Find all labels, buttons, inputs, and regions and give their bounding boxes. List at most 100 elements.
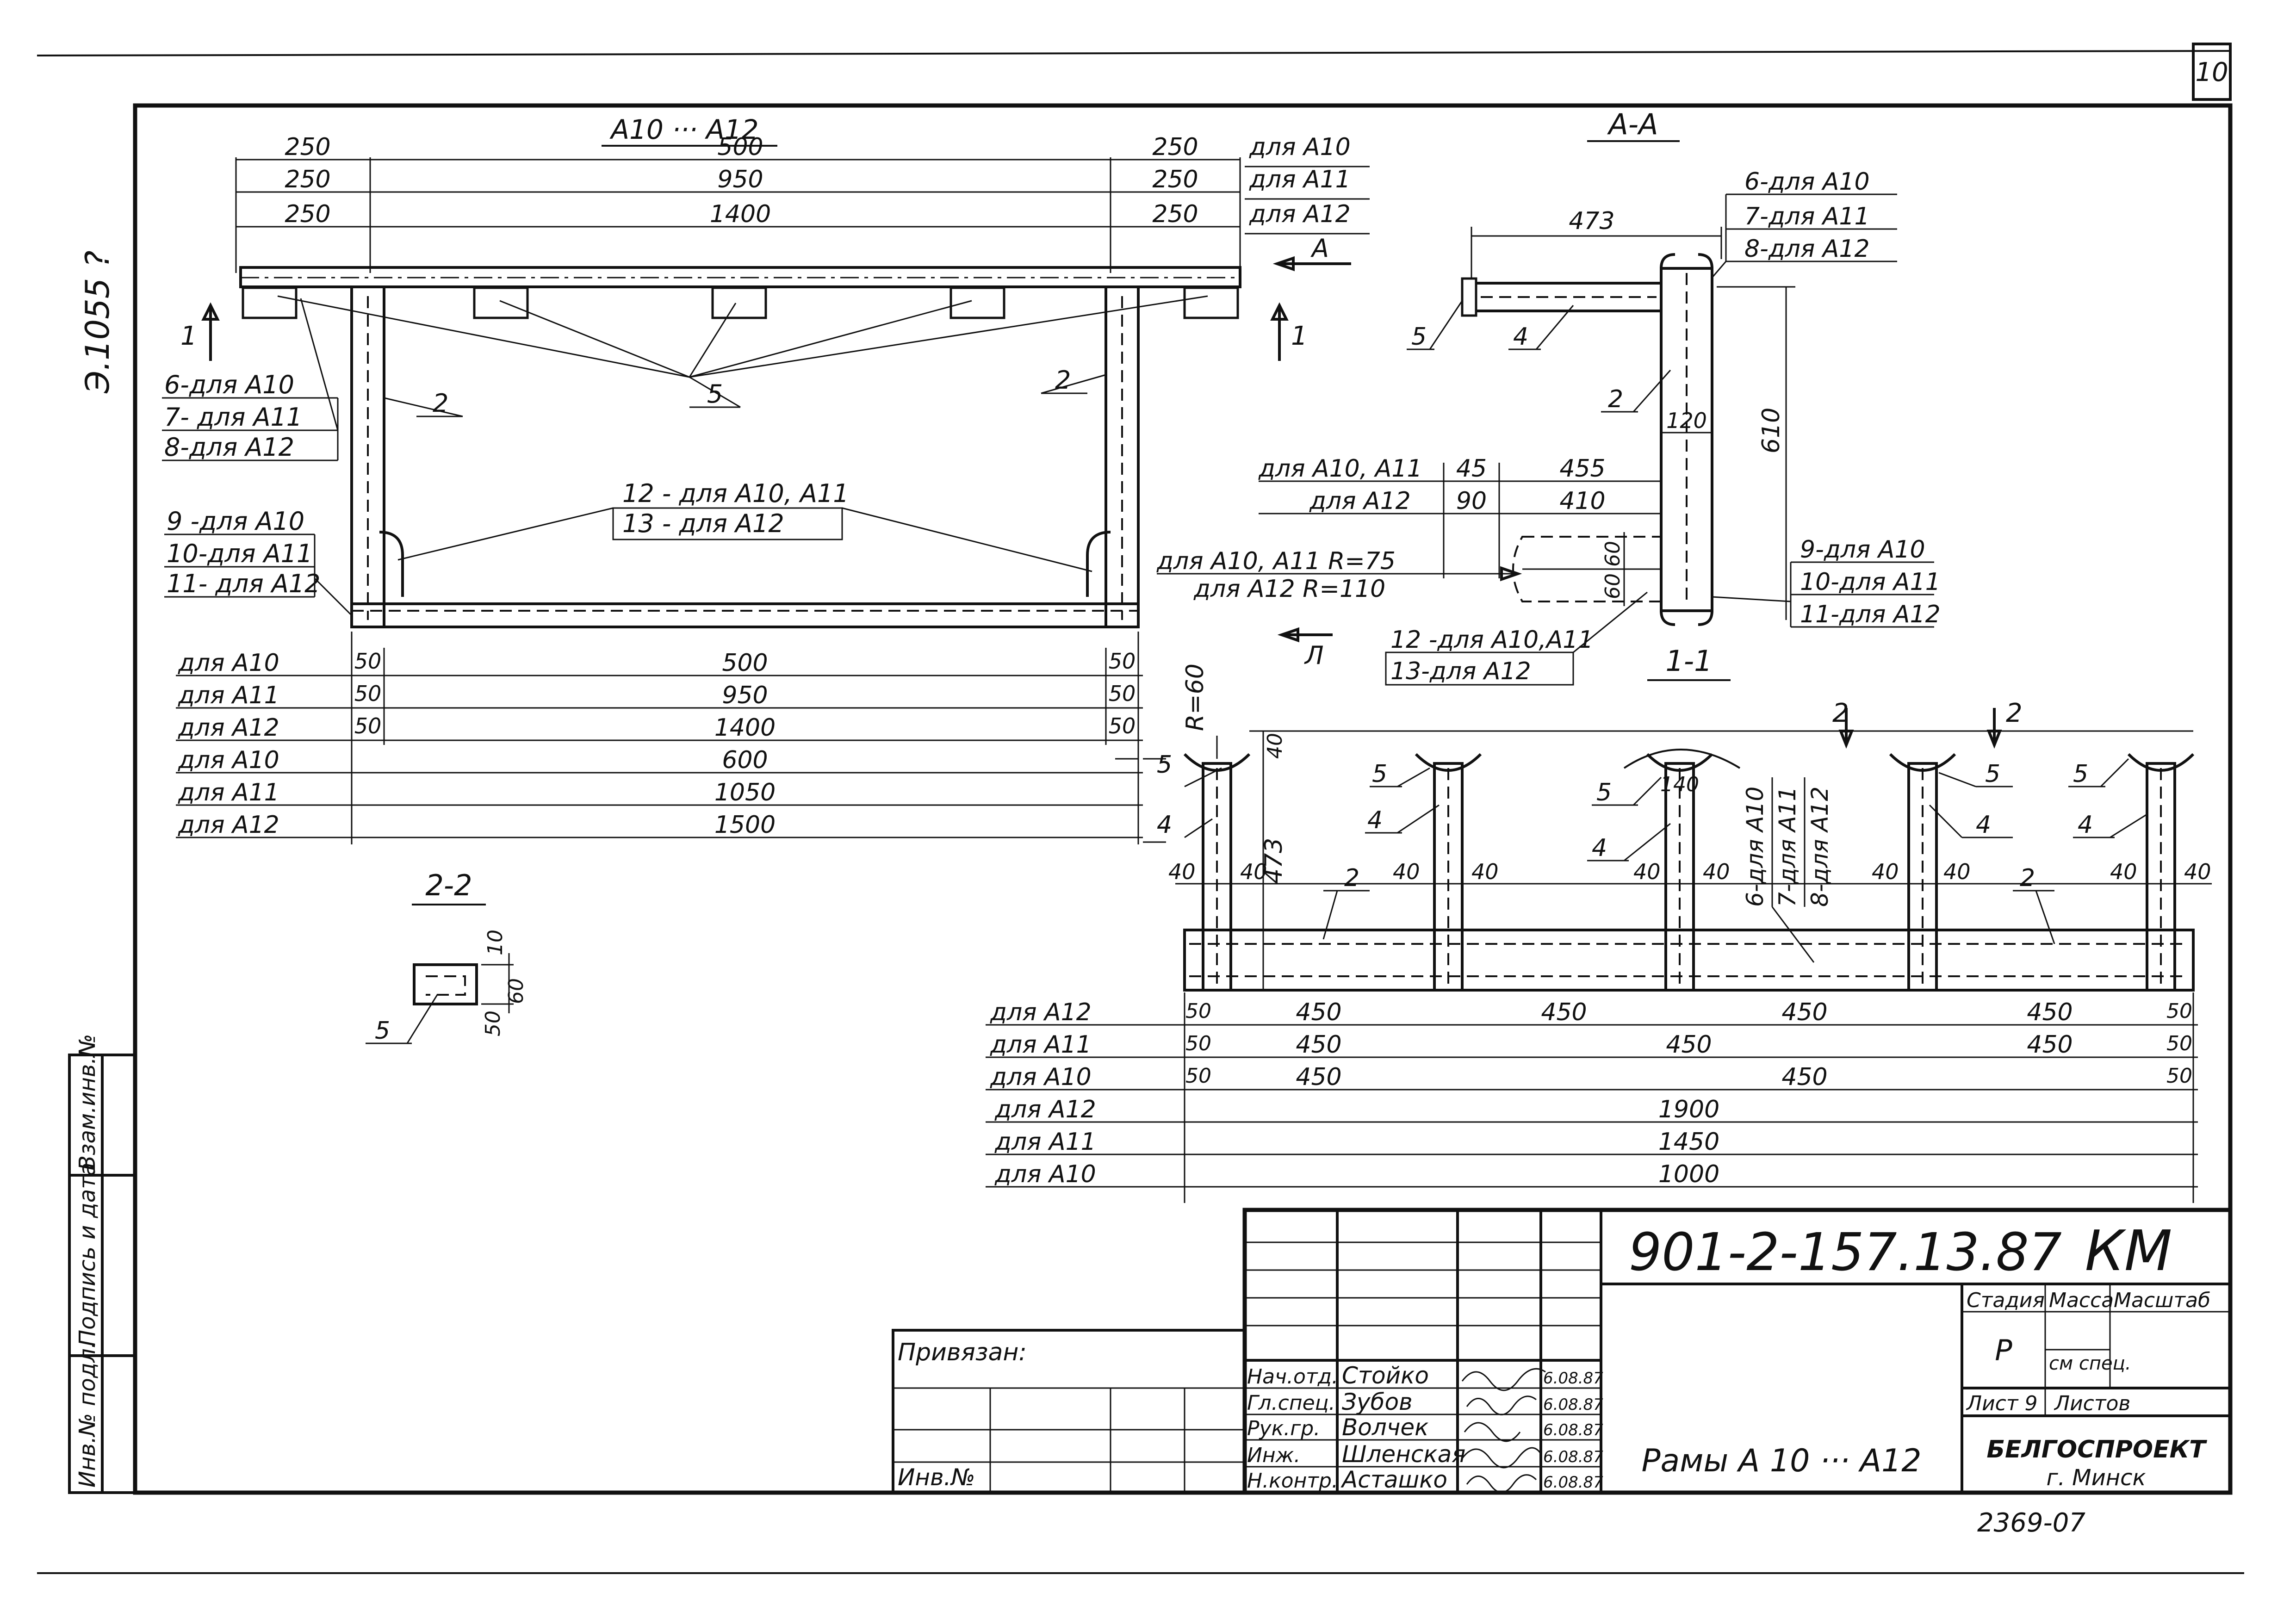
bd-left-2: 50 xyxy=(354,681,382,706)
tb-stage-head: Стадия xyxy=(1967,1289,2045,1312)
s11-dim-473: 473 xyxy=(1260,838,1288,884)
s11-vpart-1: 6-для А10 xyxy=(1742,787,1769,907)
s11-row1-b: 50 xyxy=(2166,999,2192,1023)
aa-part-1: 6-для А10 xyxy=(1744,168,1870,196)
tb-stage: Р xyxy=(1995,1333,2012,1367)
aa-row2-label: для А12 xyxy=(1309,487,1411,515)
aa-title: А-А xyxy=(1607,107,1658,141)
s11-row1-a: 50 xyxy=(1185,999,1211,1023)
bd-tag-5: 5 xyxy=(1157,751,1172,779)
dim-top-r2: 250 xyxy=(1152,166,1198,193)
front-section-1-left: 1 xyxy=(180,321,197,351)
group-6-8-line2: 7- для А11 xyxy=(164,403,302,432)
aa-radius-2: для А12 R=110 xyxy=(1193,575,1385,603)
section-11: 1-1 R=60 xyxy=(986,644,2212,1203)
side-note: Э.1055 ? xyxy=(79,250,117,394)
s11-row3-s1: 450 xyxy=(1296,1063,1341,1091)
tb-role-4: Инж. xyxy=(1247,1444,1300,1467)
s11-40-3: 40 xyxy=(1393,859,1420,884)
tb-doc-code: 901-2-157.13.87 xyxy=(1629,1222,2062,1283)
dim-top-n1: для А10 xyxy=(1249,133,1351,161)
s11-row2-s2: 450 xyxy=(1666,1031,1712,1059)
group-9-11-line3: 11- для А12 xyxy=(167,569,321,598)
s11-columns xyxy=(1202,762,2176,992)
s11-row4-total: 1900 xyxy=(1658,1096,1719,1123)
s11-row6-label: для А10 xyxy=(994,1160,1096,1188)
s11-40-6: 40 xyxy=(1703,859,1730,884)
tb-sheet: Лист 9 xyxy=(1966,1392,2037,1415)
leader-5: 5 xyxy=(277,295,1208,409)
s22-dim-10: 10 xyxy=(484,930,507,955)
s11-40-2: 40 xyxy=(1240,859,1267,884)
front-title: А10 ··· А12 xyxy=(609,114,758,145)
s11-tag-4-e: 4 xyxy=(2078,811,2093,839)
right-column xyxy=(1086,287,1140,627)
tb-role-1: Нач.отд. xyxy=(1247,1365,1338,1389)
s11-40-4: 40 xyxy=(1471,859,1499,884)
s11-row2-s3: 450 xyxy=(2027,1031,2073,1059)
title-block: Привязан: Инв.№ Нач.отд. Стойко 6.08.87 … xyxy=(892,1208,2233,1538)
s11-bottom-dims: для А12 50 450 450 450 450 50 для А11 50… xyxy=(986,992,2198,1203)
s11-tag-4-b: 4 xyxy=(1367,806,1383,834)
s22-dim-50: 50 xyxy=(481,1011,505,1036)
s11-row1-label: для А12 xyxy=(990,998,1092,1026)
bd-right-1: 50 xyxy=(1109,649,1136,674)
s11-dim-140: 140 xyxy=(1660,773,1699,796)
s11-40-5: 40 xyxy=(1633,859,1661,884)
s11-vertical-parts: 6-для А10 7-для А11 8-для А12 xyxy=(1742,777,1833,963)
s22-leader-5: 5 xyxy=(375,1017,390,1045)
aa-row2-a: 90 xyxy=(1456,487,1487,515)
group-9-11: 9 -для А10 10-для А11 11- для А12 xyxy=(164,507,353,616)
dim-top-n3: для А12 xyxy=(1249,200,1351,228)
tb-role-5: Н.контр. xyxy=(1247,1469,1338,1493)
bd-left-3: 50 xyxy=(354,713,382,738)
s11-vpart-3: 8-для А12 xyxy=(1806,787,1833,907)
aa-b2part-2: 13-для А12 xyxy=(1390,657,1531,685)
aa-row1-label: для А10, А11 xyxy=(1258,455,1422,483)
bd-label-3: для А12 xyxy=(178,714,279,742)
bd-tag-4: 4 xyxy=(1157,811,1172,839)
aa-bpart-1: 9-для А10 xyxy=(1800,536,1925,564)
s11-tags: 5 4 5 4 5 4 5 4 5 4 xyxy=(1157,751,2147,862)
group-6-8-line3: 8-для А12 xyxy=(164,433,294,462)
s11-row6-total: 1000 xyxy=(1658,1160,1719,1188)
tb-privyazan: Привязан: xyxy=(898,1339,1027,1366)
tb-name-5: Асташко xyxy=(1340,1466,1447,1493)
leader-5-label: 5 xyxy=(707,379,723,409)
s11-row3-b: 50 xyxy=(2166,1064,2192,1088)
stamp-inv-podl: Инв.№ подл. xyxy=(74,1341,100,1488)
s11-vpart-2: 7-для А11 xyxy=(1774,787,1801,907)
group-9-11-line1: 9 -для А10 xyxy=(167,507,304,536)
tb-name-2: Зубов xyxy=(1342,1389,1413,1415)
tb-role-2: Гл.спец. xyxy=(1247,1391,1335,1415)
s11-row2-a: 50 xyxy=(1185,1032,1211,1055)
tb-org: БЕЛГОСПРОЕКТ xyxy=(1986,1436,2207,1463)
aa-dim-60: 60 xyxy=(1601,541,1625,567)
dim-top-m3: 1400 xyxy=(710,200,771,228)
bd-mid-3: 1400 xyxy=(714,714,776,742)
tb-mass-head: Масса xyxy=(2049,1289,2114,1312)
s22-dim-60: 60 xyxy=(504,978,528,1004)
tb-name-3: Волчек xyxy=(1342,1414,1428,1441)
s11-title: 1-1 xyxy=(1665,644,1712,678)
bd-mid-6: 1500 xyxy=(714,811,776,839)
aa-leader-4: 4 xyxy=(1513,323,1528,351)
aa-row2-b: 410 xyxy=(1559,487,1605,515)
s11-row4-label: для А12 xyxy=(994,1096,1096,1123)
s11-row1-s3: 450 xyxy=(1781,998,1827,1026)
s11-row1-s1: 450 xyxy=(1296,998,1341,1026)
front-arrow-l-label: Л xyxy=(1304,641,1324,670)
aa-dim-60b: 60 xyxy=(1601,573,1625,599)
dim-top-l2: 250 xyxy=(285,166,330,193)
group-12-13: 12 - для А10, А11 13 - для А12 xyxy=(397,479,1092,572)
bd-label-6: для А12 xyxy=(178,811,279,839)
s11-row2-label: для А11 xyxy=(990,1031,1092,1059)
group-9-11-line2: 10-для А11 xyxy=(167,539,312,568)
section-aa: А-А 473 6-для А10 7-для А11 8-для А12 5 … xyxy=(1156,107,1941,686)
s11-tag-4-a: 4 xyxy=(1157,811,1172,839)
s11-leader-2-right: 2 xyxy=(2020,864,2035,892)
tb-name-4: Шленская xyxy=(1342,1441,1465,1468)
tb-scale-head: Масштаб xyxy=(2114,1289,2210,1312)
front-section-1-right: 1 xyxy=(1291,321,1308,351)
